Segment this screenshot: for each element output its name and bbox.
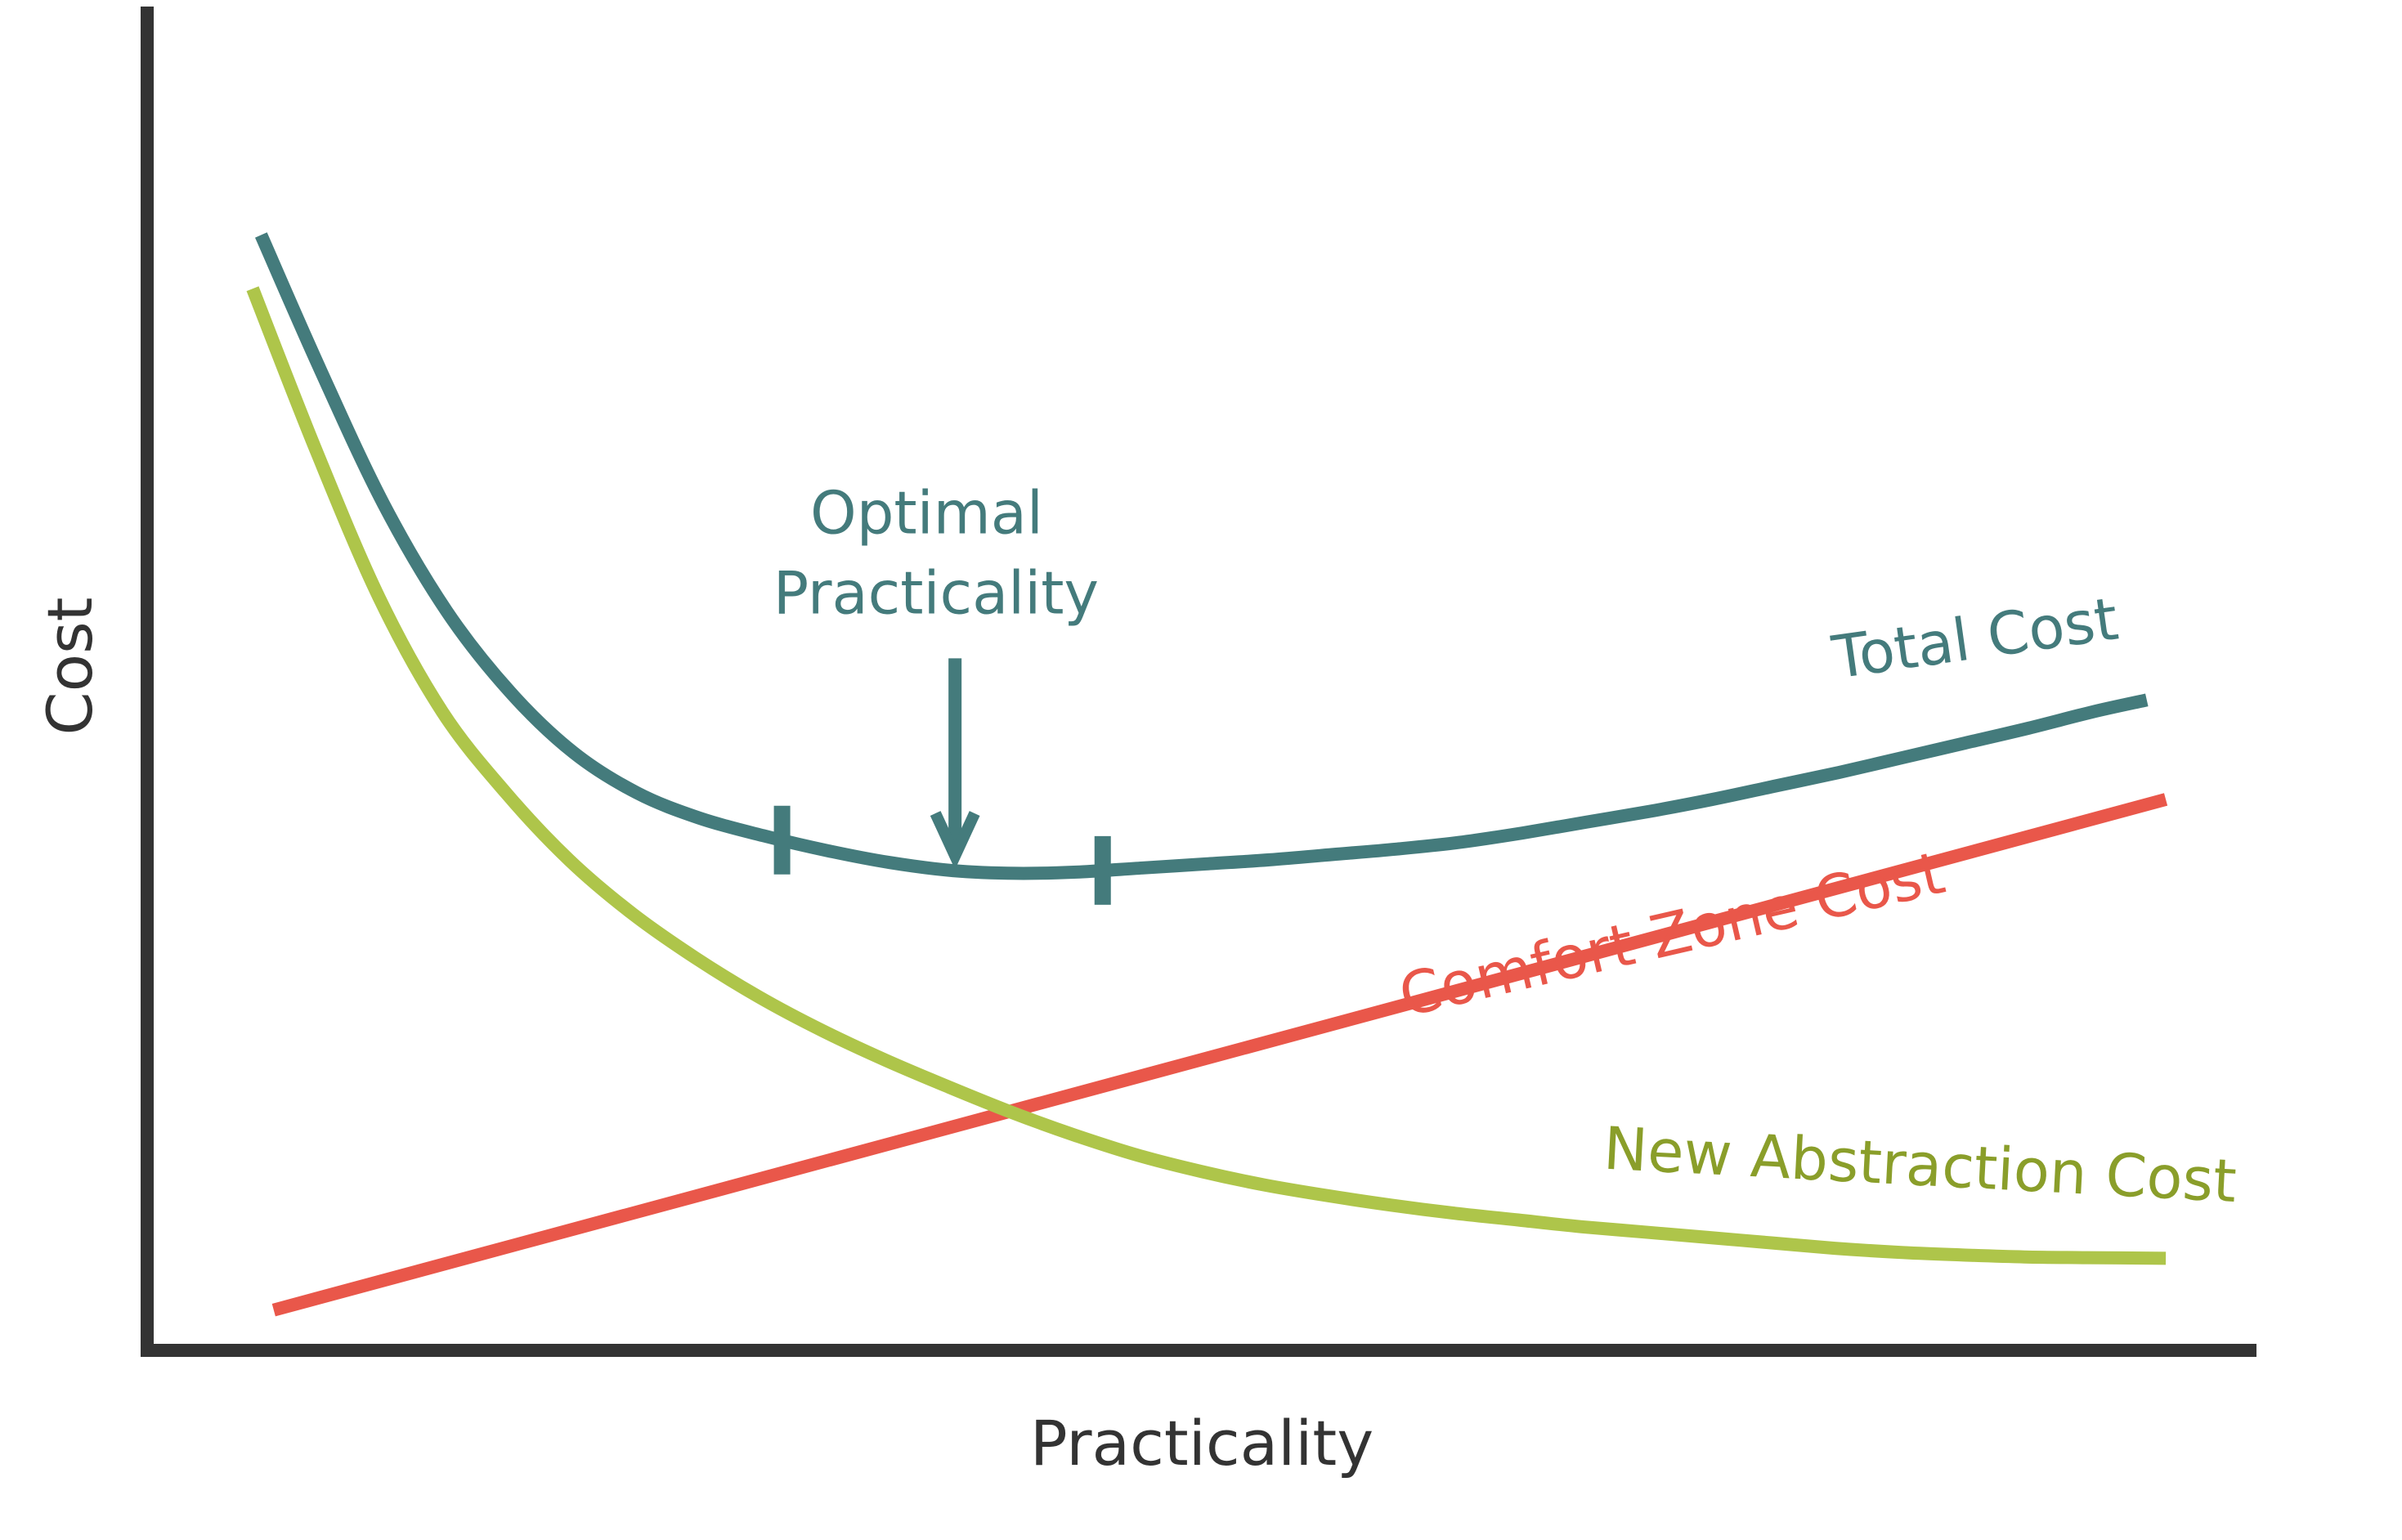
optimal-arrow-head (930, 811, 980, 870)
optimal-practicality-label: Optimal Practicality (773, 478, 1099, 627)
series-layer (246, 232, 2168, 1317)
axes: Practicality Cost (34, 7, 2256, 1480)
optimal-label-line-2: Practicality (773, 558, 1099, 627)
total-cost-label: Total Cost (1827, 584, 2122, 692)
new-abstraction-cost-label: New Abstraction Cost (1602, 1114, 2238, 1215)
optimal-range-markers (773, 805, 1111, 905)
y-axis-label: Cost (34, 598, 106, 736)
optimal-annotation: Optimal Practicality (773, 478, 1099, 870)
x-axis-label: Practicality (1030, 1407, 1374, 1480)
optimal-label-line-1: Optimal (810, 478, 1043, 547)
comfort-zone-cost-label: Comfort Zone Cost (1393, 838, 1951, 1030)
series-line-comfort-zone-cost (271, 793, 2168, 1317)
series-line-new-abstraction-cost (246, 286, 2167, 1265)
series-labels: Total Cost Comfort Zone Cost New Abstrac… (1393, 584, 2238, 1215)
series-line-total-cost (254, 232, 2149, 880)
